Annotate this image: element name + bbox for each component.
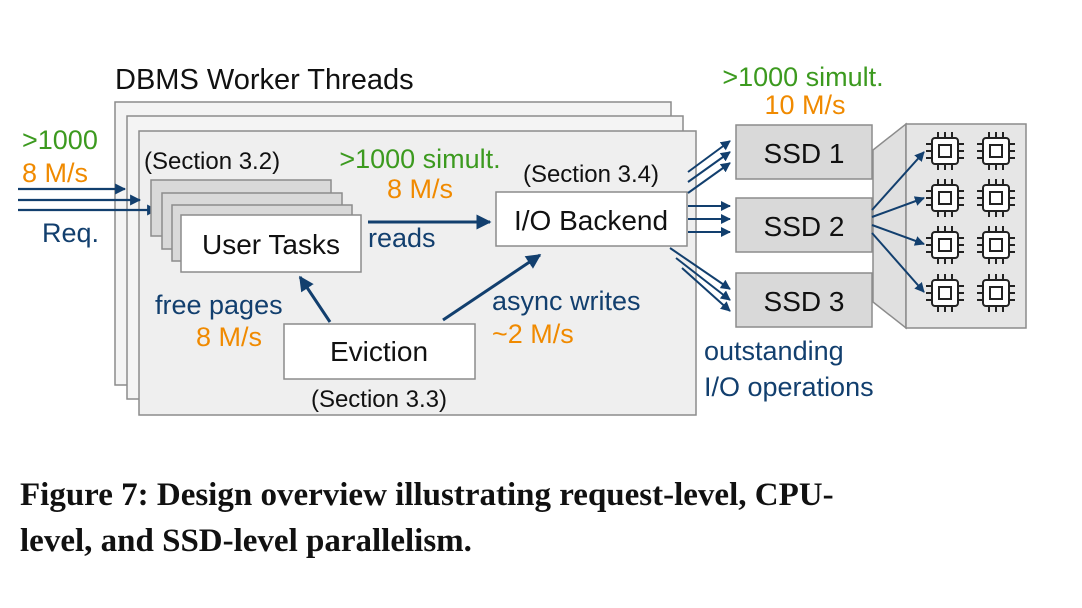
flash-chip-grid (926, 132, 1015, 312)
ssd-1-box (735, 124, 873, 180)
async-writes-label: async writes (492, 286, 641, 316)
reads-count: >1000 simult. (339, 144, 500, 174)
figure-caption: Figure 7: Design overview illustrating r… (20, 472, 1060, 564)
flash-arrow-3 (871, 224, 925, 246)
flash-panel-side (872, 122, 907, 330)
flash-chip-icon (926, 179, 964, 217)
flash-chip-icon (926, 226, 964, 264)
user-tasks-section: (Section 3.2) (144, 148, 280, 175)
outstanding-label-line1: outstanding (704, 336, 844, 366)
reads-label: reads (368, 223, 436, 253)
io-backend-section: (Section 3.4) (523, 161, 659, 188)
ssd1-arrow-3 (687, 162, 731, 194)
worker-thread-panel-front (138, 130, 697, 416)
flash-chip-icon (926, 274, 964, 312)
io-backend-box (495, 191, 688, 247)
ssd-1-label: SSD 1 (764, 138, 845, 169)
free-pages-label: free pages (155, 290, 283, 320)
design-overview-diagram: DBMS Worker Threads >1000 8 M/s Req. (Se… (18, 62, 1027, 416)
request-count: >1000 (22, 125, 98, 155)
free-pages-arrow (298, 275, 332, 323)
io-backend-label: I/O Backend (514, 205, 668, 236)
eviction-section: (Section 3.3) (311, 386, 447, 413)
outstanding-label-line2: I/O operations (704, 372, 874, 402)
free-pages-rate: 8 M/s (196, 322, 262, 352)
request-label: Req. (42, 218, 99, 248)
ssd-traffic-count: >1000 simult. (722, 62, 883, 92)
ssd1-arrow-2 (687, 151, 731, 183)
user-tasks-box (180, 214, 362, 273)
flash-chip-icon (977, 274, 1015, 312)
flash-arrow-2 (871, 196, 925, 218)
backend-to-ssd-arrows (669, 140, 731, 312)
ssd1-arrow-1 (687, 140, 731, 173)
reads-rate: 8 M/s (387, 174, 453, 204)
flash-arrow-4 (871, 232, 925, 293)
ssd3-arrow-1 (669, 247, 731, 290)
ssd3-arrow-2 (675, 257, 731, 301)
ssd3-arrow-3 (681, 267, 731, 312)
ssd-to-flash-arrows (871, 151, 925, 293)
ssd-2-box (735, 197, 873, 253)
async-writes-rate: ~2 M/s (492, 319, 574, 349)
caption-line-1: Figure 7: Design overview illustrating r… (20, 477, 834, 513)
eviction-box (283, 323, 476, 380)
ssd-traffic-rate: 10 M/s (764, 90, 845, 120)
eviction-label: Eviction (330, 336, 428, 367)
worker-threads-title: DBMS Worker Threads (115, 64, 414, 96)
flash-arrow-1 (871, 151, 925, 211)
user-tasks-label: User Tasks (202, 229, 340, 260)
ssd-3-label: SSD 3 (764, 286, 845, 317)
async-writes-arrow (442, 253, 542, 322)
flash-chip-icon (977, 226, 1015, 264)
request-rate: 8 M/s (22, 158, 88, 188)
ssd-2-label: SSD 2 (764, 211, 845, 242)
flash-chip-icon (926, 132, 964, 170)
ssd-3-box (735, 272, 873, 328)
flash-chip-icon (977, 132, 1015, 170)
flash-chip-icon (977, 179, 1015, 217)
caption-line-2: level, and SSD-level parallelism. (20, 523, 472, 559)
